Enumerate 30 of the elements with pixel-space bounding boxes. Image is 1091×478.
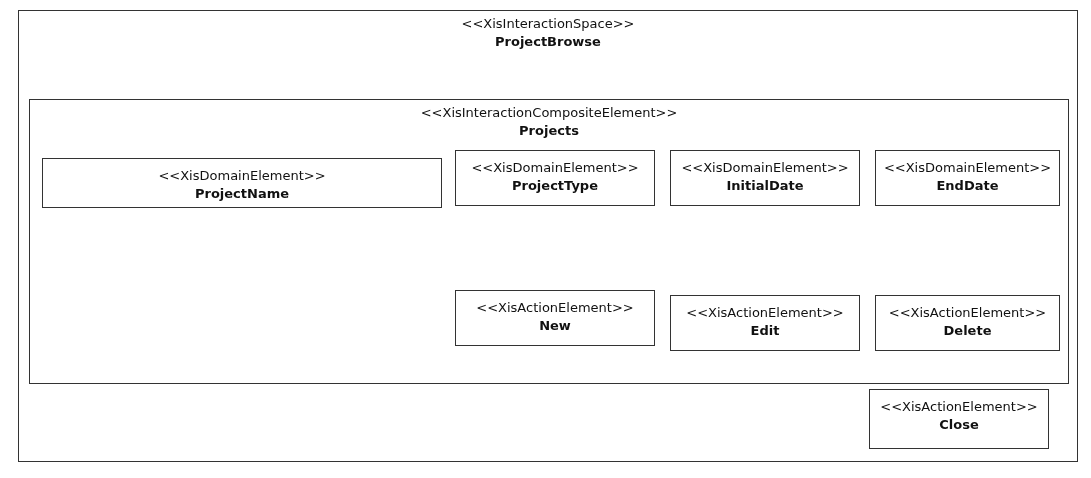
element-box — [869, 389, 1049, 449]
element-name: Projects — [519, 122, 579, 140]
element-box — [670, 295, 860, 351]
element-box — [875, 295, 1060, 351]
element-name: New — [539, 317, 571, 335]
stereotype-label: <<XisActionElement>> — [880, 398, 1038, 416]
stereotype-label: <<XisDomainElement>> — [883, 159, 1052, 177]
element-box — [875, 150, 1060, 206]
container-box — [18, 10, 1078, 462]
element-box — [670, 150, 860, 206]
stereotype-label: <<XisActionElement>> — [888, 304, 1047, 322]
container-box — [29, 99, 1069, 384]
element-name: ProjectType — [512, 177, 598, 195]
element-name: Edit — [750, 322, 780, 340]
element-box — [455, 150, 655, 206]
element-box — [455, 290, 655, 346]
element-name: InitialDate — [726, 177, 804, 195]
element-name: ProjectBrowse — [495, 33, 601, 51]
stereotype-label: <<XisActionElement>> — [686, 304, 844, 322]
stereotype-label: <<XisActionElement>> — [476, 299, 634, 317]
element-name: ProjectName — [194, 185, 290, 203]
stereotype-label: <<XisInteractionSpace>> — [461, 15, 635, 33]
element-name: Delete — [943, 322, 992, 340]
element-box — [42, 158, 442, 208]
stereotype-label: <<XisInteractionCompositeElement>> — [420, 104, 678, 122]
stereotype-label: <<XisDomainElement>> — [158, 167, 326, 185]
element-name: EndDate — [936, 177, 999, 195]
stereotype-label: <<XisDomainElement>> — [471, 159, 639, 177]
stereotype-label: <<XisDomainElement>> — [681, 159, 849, 177]
element-name: Close — [939, 416, 979, 434]
